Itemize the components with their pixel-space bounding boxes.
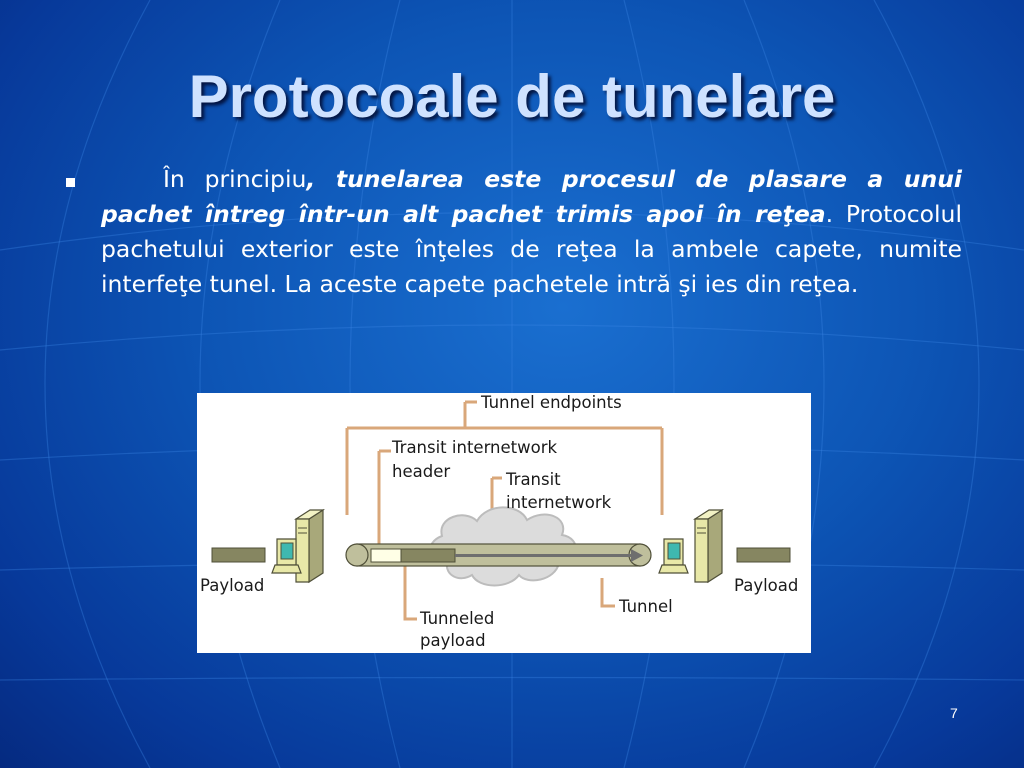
tunnel-tube [345,543,652,567]
payload-right-box [736,547,791,563]
tunnel-endpoints-label: Tunnel endpoints [480,393,622,412]
transit-header-label-line2: header [392,462,450,481]
bullet-emphasis-text: , tunelarea este procesul de plasare a u… [101,165,962,228]
tunneling-diagram: Tunnel endpoints Transit internetwork he… [197,393,811,653]
payload-left-label: Payload [200,576,264,595]
tunnel-label: Tunnel [618,597,673,616]
tunneled-payload-label-line1: Tunneled [419,609,494,628]
right-computer-icon [658,508,725,584]
bullet-rest-text: . Protocolul pachetului exterior este în… [101,200,962,298]
tunnel-callout-leader [600,578,615,608]
bullet-lead-text: În principiu [163,165,307,193]
transit-internetwork-label-line1: Transit [505,470,561,489]
callout-lines [345,400,664,621]
payload-right-label: Payload [734,576,798,595]
left-computer-icon [271,508,326,584]
transit-header-label-line1: Transit internetwork [391,438,558,457]
bullet-marker [66,178,75,187]
transit-internetwork-label-line2: internetwork [506,493,612,512]
slide-title: Protocoale de tunelare [188,63,836,130]
payload-left-box [211,547,266,563]
bullet-paragraph: În principiu, tunelarea este procesul de… [101,162,962,302]
tunneled-payload-callout-leader [403,561,417,621]
tunneled-payload-label-line2: payload [420,631,486,650]
page-number: 7 [950,705,958,721]
